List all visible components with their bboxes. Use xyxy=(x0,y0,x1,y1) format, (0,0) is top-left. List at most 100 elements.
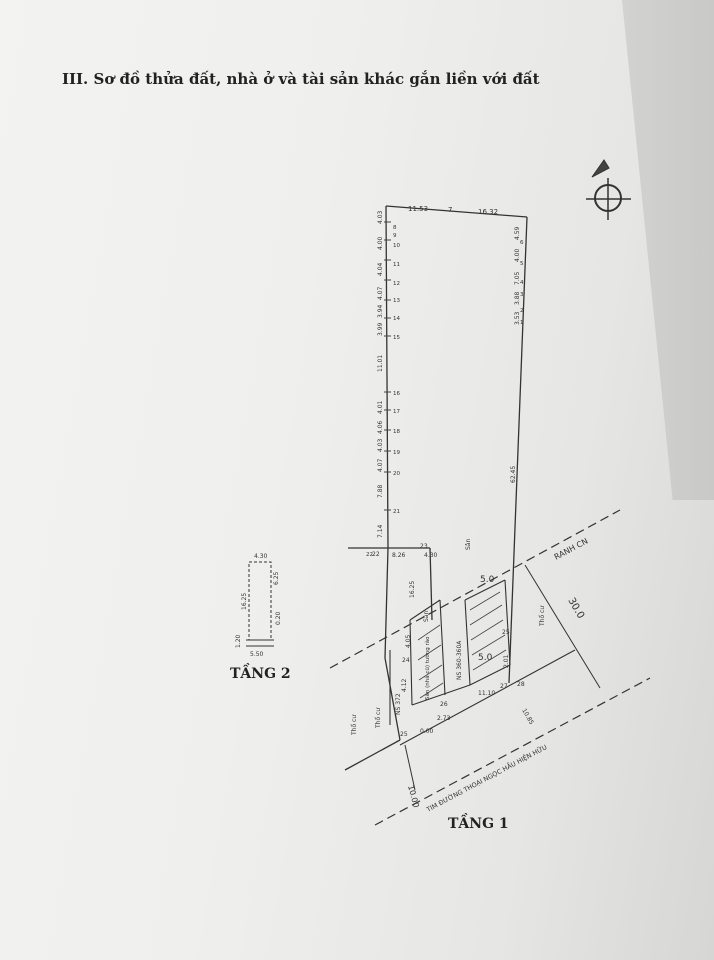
dim-left-4: 3.94 xyxy=(377,304,384,318)
lower-dimension-labels: 8.26 4.30 16.25 22 23 4.12 4.05 25 24 26… xyxy=(372,543,535,738)
stairs-label: Sân xyxy=(423,611,430,622)
floor2-dimensions: 4.30 16.25 6.25 1.20 5.50 0.20 xyxy=(235,553,282,658)
dim-right-5: 62.45 xyxy=(510,466,517,483)
pt-right-4: 2 xyxy=(520,308,524,314)
dim-left-8: 4.06 xyxy=(377,420,384,434)
land-type-label-1: Thổ cư xyxy=(351,714,358,736)
dim-low-1: 4.30 xyxy=(424,552,438,559)
dim-low-6: 4.05 xyxy=(405,634,412,648)
f2-dim-0: 4.30 xyxy=(254,553,268,560)
pt-right-0: 6 xyxy=(520,240,524,246)
dim-road-1: 30.0 xyxy=(565,596,586,621)
dim-low-13: 27 xyxy=(500,683,508,690)
dim-low-17: 25 xyxy=(502,629,510,636)
pt-left-9: 17 xyxy=(393,409,400,415)
pt-left-3: 11 xyxy=(393,262,400,268)
pt-left-7: 15 xyxy=(393,335,400,341)
right-point-numbers: 6 5 4 3 2 1 xyxy=(520,240,524,326)
floor2-label: TẦNG 2 xyxy=(230,666,291,682)
pt-left-12: 20 xyxy=(393,471,400,477)
pt-right-2: 4 xyxy=(520,280,524,286)
canal-boundary-line xyxy=(329,509,621,669)
dim-top-0: 11.53 xyxy=(408,205,428,213)
dim-low-14: 28 xyxy=(517,681,525,688)
dim-left-2: 4.04 xyxy=(377,262,384,276)
dimension-line-10 xyxy=(404,744,416,791)
dim-low-3: 22 xyxy=(372,551,380,558)
pt-left-5: 13 xyxy=(393,298,400,304)
dim-low-8: 24 xyxy=(402,657,410,664)
dim-top-2: 16.32 xyxy=(478,208,498,216)
f2-dim-2: 6.25 xyxy=(273,571,280,585)
pt-left-2: 10 xyxy=(393,243,400,249)
pt-left-6: 14 xyxy=(393,316,400,322)
dim-low-10: 0.00 xyxy=(420,728,434,735)
dim-right-0: 4.59 xyxy=(514,226,521,240)
pt-left-13: 21 xyxy=(393,509,400,515)
dim-low-11: 2.73 xyxy=(437,715,451,722)
dim-left-5: 3.99 xyxy=(377,322,384,336)
left-point-numbers: 8 9 10 11 12 13 14 15 16 17 18 19 20 21 … xyxy=(366,225,400,558)
f2-dim-3: 1.20 xyxy=(235,634,242,648)
pt-left-4: 12 xyxy=(393,281,400,287)
dim-low-16: 2.01 xyxy=(503,654,510,668)
land-type-label-3: Thổ cư xyxy=(539,605,546,627)
dim-low-0: 8.26 xyxy=(392,552,406,559)
top-dimension-labels: 11.53 7 16.32 xyxy=(408,205,498,216)
dim-left-11: 7.88 xyxy=(377,484,384,498)
dim-right-4: 3.53 xyxy=(514,311,521,325)
f2-dim-4: 5.50 xyxy=(250,651,264,658)
dim-left-6: 11.01 xyxy=(377,355,384,372)
dim-low-4: 23 xyxy=(420,543,428,550)
dim-low-7: 25 xyxy=(400,731,408,738)
dim-low-15: 10.85 xyxy=(520,708,535,727)
house-b-label: NS 360-360A xyxy=(456,640,463,680)
dim-left-9: 4.03 xyxy=(377,438,384,452)
section-title: III. Sơ đồ thửa đất, nhà ở và tài sản kh… xyxy=(62,70,540,88)
lower-structures xyxy=(389,579,511,725)
dim-low-2: 16.25 xyxy=(409,581,416,598)
pt-left-0: 8 xyxy=(393,225,397,231)
dim-left-12: 7.14 xyxy=(377,524,384,538)
pt-right-3: 3 xyxy=(520,292,524,298)
dim-low-5: 4.12 xyxy=(401,678,408,692)
pt-right-5: 1 xyxy=(520,320,524,326)
dimension-line-30 xyxy=(524,564,601,689)
building-hatch xyxy=(417,591,507,699)
dim-left-7: 4.01 xyxy=(377,400,384,414)
f2-dim-1: 16.25 xyxy=(241,593,248,610)
pt-left-1: 9 xyxy=(393,233,397,239)
dim-right-3: 3.88 xyxy=(514,291,521,305)
road-center-line xyxy=(374,677,651,826)
left-dimension-labels: 4.03 4.00 4.04 4.07 3.94 3.99 11.01 4.01… xyxy=(377,210,384,538)
dim-right-2: 7.05 xyxy=(514,271,521,285)
f2-dim-5: 0.20 xyxy=(275,611,282,625)
dim-top-1: 7 xyxy=(448,206,452,214)
parcel-outline xyxy=(344,205,528,771)
pt-left-14: 22 xyxy=(366,552,373,558)
dim-low-12: 11.10 xyxy=(478,690,495,697)
dim-low-9: 26 xyxy=(440,701,448,708)
fence-label: Sân (nhà cũ) tường rào xyxy=(424,636,431,700)
pt-right-1: 5 xyxy=(520,261,524,267)
pt-left-11: 19 xyxy=(393,450,400,456)
right-dimension-labels: 4.59 4.00 7.05 3.88 3.53 62.45 xyxy=(510,226,521,483)
pt-left-10: 18 xyxy=(393,429,400,435)
dim-road-0: 10.00 xyxy=(406,784,421,808)
land-type-label-2: Thổ cư xyxy=(375,707,382,729)
road-edge-line xyxy=(399,649,576,746)
dim-right-1: 4.00 xyxy=(514,248,521,262)
dim-road-2: 5.0 xyxy=(480,575,495,585)
left-boundary-ticks xyxy=(384,221,391,511)
north-arrow-icon xyxy=(586,159,631,220)
dim-left-0: 4.03 xyxy=(377,210,384,224)
canal-label: RANH CN xyxy=(553,537,590,562)
house-a-label: NS 372 xyxy=(395,693,402,715)
dim-left-10: 4.07 xyxy=(377,458,384,472)
road-label: TIM ĐƯỜNG THOẠI NGỌC HẦU HIỆN HỮU xyxy=(423,741,548,814)
floor1-label: TẦNG 1 xyxy=(448,816,509,832)
dim-road-3: 5.0 xyxy=(478,653,493,663)
floor2-plan xyxy=(246,561,274,647)
